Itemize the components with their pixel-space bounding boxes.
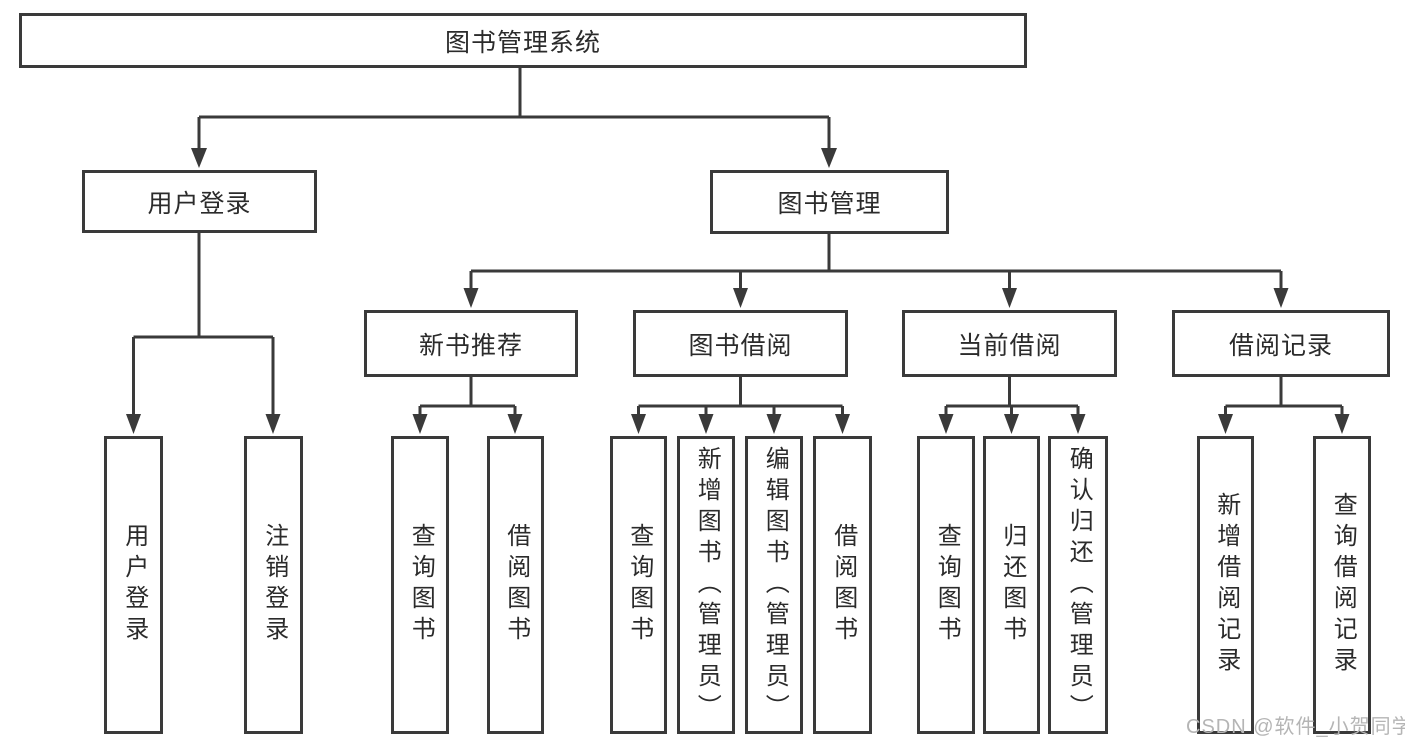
watermark: CSDN @软件_小贺同学 bbox=[1186, 716, 1405, 738]
leaf-logout-label: 注销登录 bbox=[260, 523, 288, 647]
node-current-borrowing: 当前借阅 bbox=[902, 310, 1117, 377]
leaf-borrowing-borrow-books: 借阅图书 bbox=[813, 436, 872, 734]
leaf-query-borrow-record-label: 查询借阅记录 bbox=[1329, 492, 1357, 678]
leaf-add-books-admin: 新增图书（管理员） bbox=[677, 436, 735, 734]
leaf-borrowing-query-books: 查询图书 bbox=[610, 436, 667, 734]
leaf-add-borrow-record-label: 新增借阅记录 bbox=[1212, 492, 1240, 678]
leaf-current-query-books-label: 查询图书 bbox=[933, 523, 961, 647]
leaf-recommend-query-books: 查询图书 bbox=[391, 436, 449, 734]
leaf-edit-books-admin: 编辑图书（管理员） bbox=[745, 436, 803, 734]
node-root-label: 图书管理系统 bbox=[444, 28, 601, 57]
node-new-book-recommendation: 新书推荐 bbox=[364, 310, 578, 377]
node-current-borrowing-label: 当前借阅 bbox=[957, 331, 1062, 360]
leaf-recommend-borrow-books-label: 借阅图书 bbox=[502, 523, 530, 647]
leaf-confirm-return-admin: 确认归还（管理员） bbox=[1048, 436, 1108, 734]
leaf-user-login-label: 用户登录 bbox=[120, 523, 148, 647]
leaf-recommend-borrow-books: 借阅图书 bbox=[487, 436, 544, 734]
node-book-borrowing: 图书借阅 bbox=[633, 310, 848, 377]
node-user-login: 用户登录 bbox=[82, 170, 317, 233]
leaf-add-borrow-record: 新增借阅记录 bbox=[1197, 436, 1254, 734]
node-book-management: 图书管理 bbox=[710, 170, 949, 234]
leaf-add-books-admin-label: 新增图书（管理员） bbox=[693, 445, 721, 725]
leaf-recommend-query-books-label: 查询图书 bbox=[407, 523, 435, 647]
leaf-query-borrow-record: 查询借阅记录 bbox=[1313, 436, 1371, 734]
leaf-borrowing-borrow-books-label: 借阅图书 bbox=[829, 523, 857, 647]
leaf-edit-books-admin-label: 编辑图书（管理员） bbox=[761, 445, 789, 725]
node-root: 图书管理系统 bbox=[19, 13, 1027, 68]
leaf-return-books: 归还图书 bbox=[983, 436, 1040, 734]
node-new-book-recommendation-label: 新书推荐 bbox=[418, 331, 523, 360]
leaf-confirm-return-admin-label: 确认归还（管理员） bbox=[1065, 445, 1093, 725]
leaf-return-books-label: 归还图书 bbox=[998, 523, 1026, 647]
leaf-logout: 注销登录 bbox=[244, 436, 303, 734]
leaf-borrowing-query-books-label: 查询图书 bbox=[625, 523, 653, 647]
node-book-management-label: 图书管理 bbox=[777, 190, 882, 218]
node-borrowing-records-label: 借阅记录 bbox=[1228, 331, 1333, 360]
node-book-borrowing-label: 图书借阅 bbox=[688, 331, 793, 360]
node-user-login-label: 用户登录 bbox=[147, 189, 252, 218]
node-borrowing-records: 借阅记录 bbox=[1172, 310, 1390, 377]
leaf-user-login: 用户登录 bbox=[104, 436, 163, 734]
leaf-current-query-books: 查询图书 bbox=[917, 436, 975, 734]
